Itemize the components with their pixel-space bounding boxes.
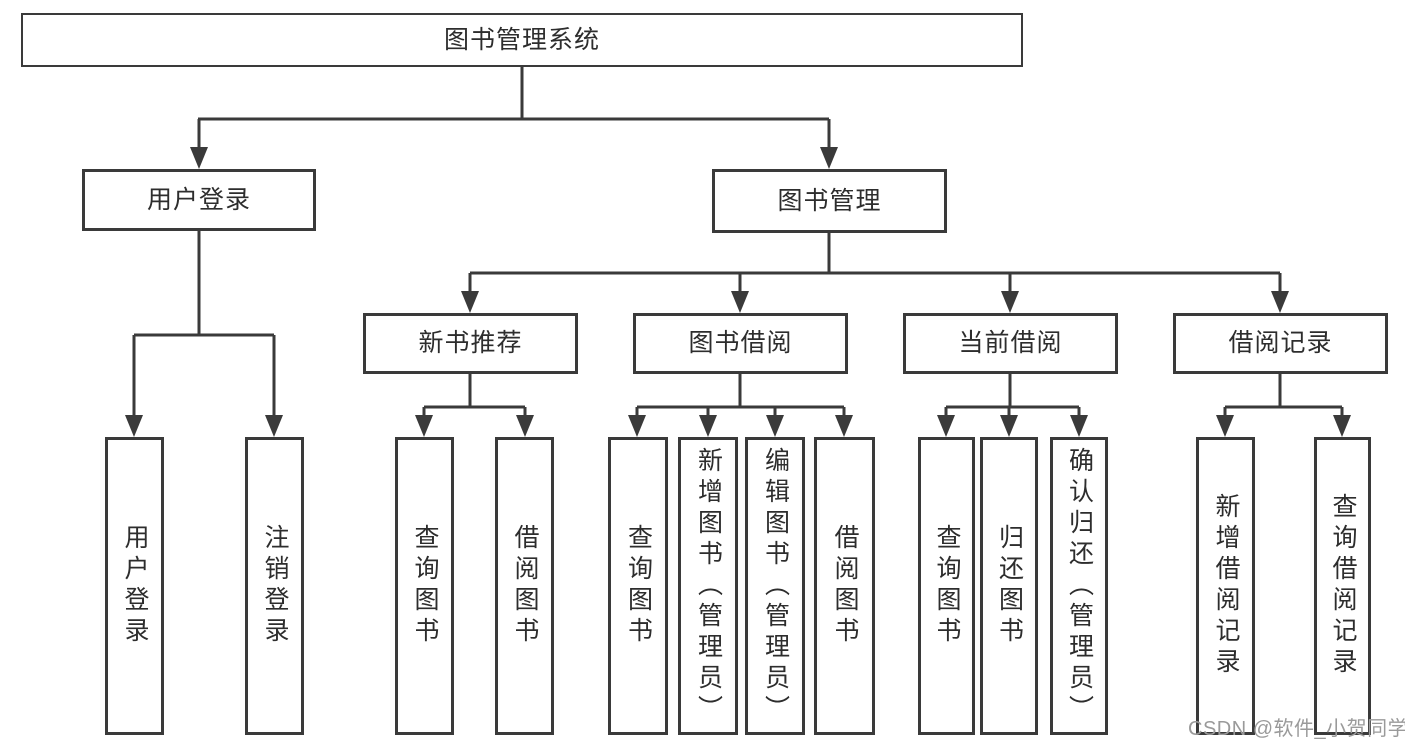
leaf-query-books-recommend: 查询图书 [395,437,454,735]
node-book-management-label: 图书管理 [777,186,882,215]
node-book-borrowing-label: 图书借阅 [688,329,793,357]
leaf-query-borrow-record: 查询借阅记录 [1314,437,1371,735]
leaf-edit-books-admin: 编辑图书（管理员） [745,437,805,735]
node-current-borrowing-label: 当前借阅 [958,329,1063,357]
node-current-borrowing: 当前借阅 [903,313,1118,374]
node-root-system: 图书管理系统 [21,13,1023,67]
node-user-login-label: 用户登录 [146,185,251,214]
watermark: CSDN @软件_小贺同学 [1188,718,1405,740]
node-book-borrowing: 图书借阅 [633,313,848,374]
node-new-book-recommend-label: 新书推荐 [418,329,523,357]
node-borrowing-records-label: 借阅记录 [1228,329,1333,357]
leaf-borrow-books: 借阅图书 [814,437,875,735]
node-new-book-recommend: 新书推荐 [363,313,578,374]
node-borrowing-records: 借阅记录 [1173,313,1388,374]
node-book-management: 图书管理 [712,169,947,233]
leaf-user-login: 用户登录 [105,437,164,735]
node-root-label: 图书管理系统 [443,25,600,54]
node-user-login: 用户登录 [82,169,316,231]
leaf-add-books-admin: 新增图书（管理员） [678,437,738,735]
leaf-logout: 注销登录 [245,437,304,735]
leaf-return-books: 归还图书 [980,437,1038,735]
leaf-query-books-current: 查询图书 [918,437,975,735]
leaf-add-borrow-record: 新增借阅记录 [1196,437,1255,735]
leaf-confirm-return-admin: 确认归还（管理员） [1050,437,1108,735]
leaf-borrow-books-recommend: 借阅图书 [495,437,554,735]
leaf-query-books-borrowing: 查询图书 [608,437,668,735]
